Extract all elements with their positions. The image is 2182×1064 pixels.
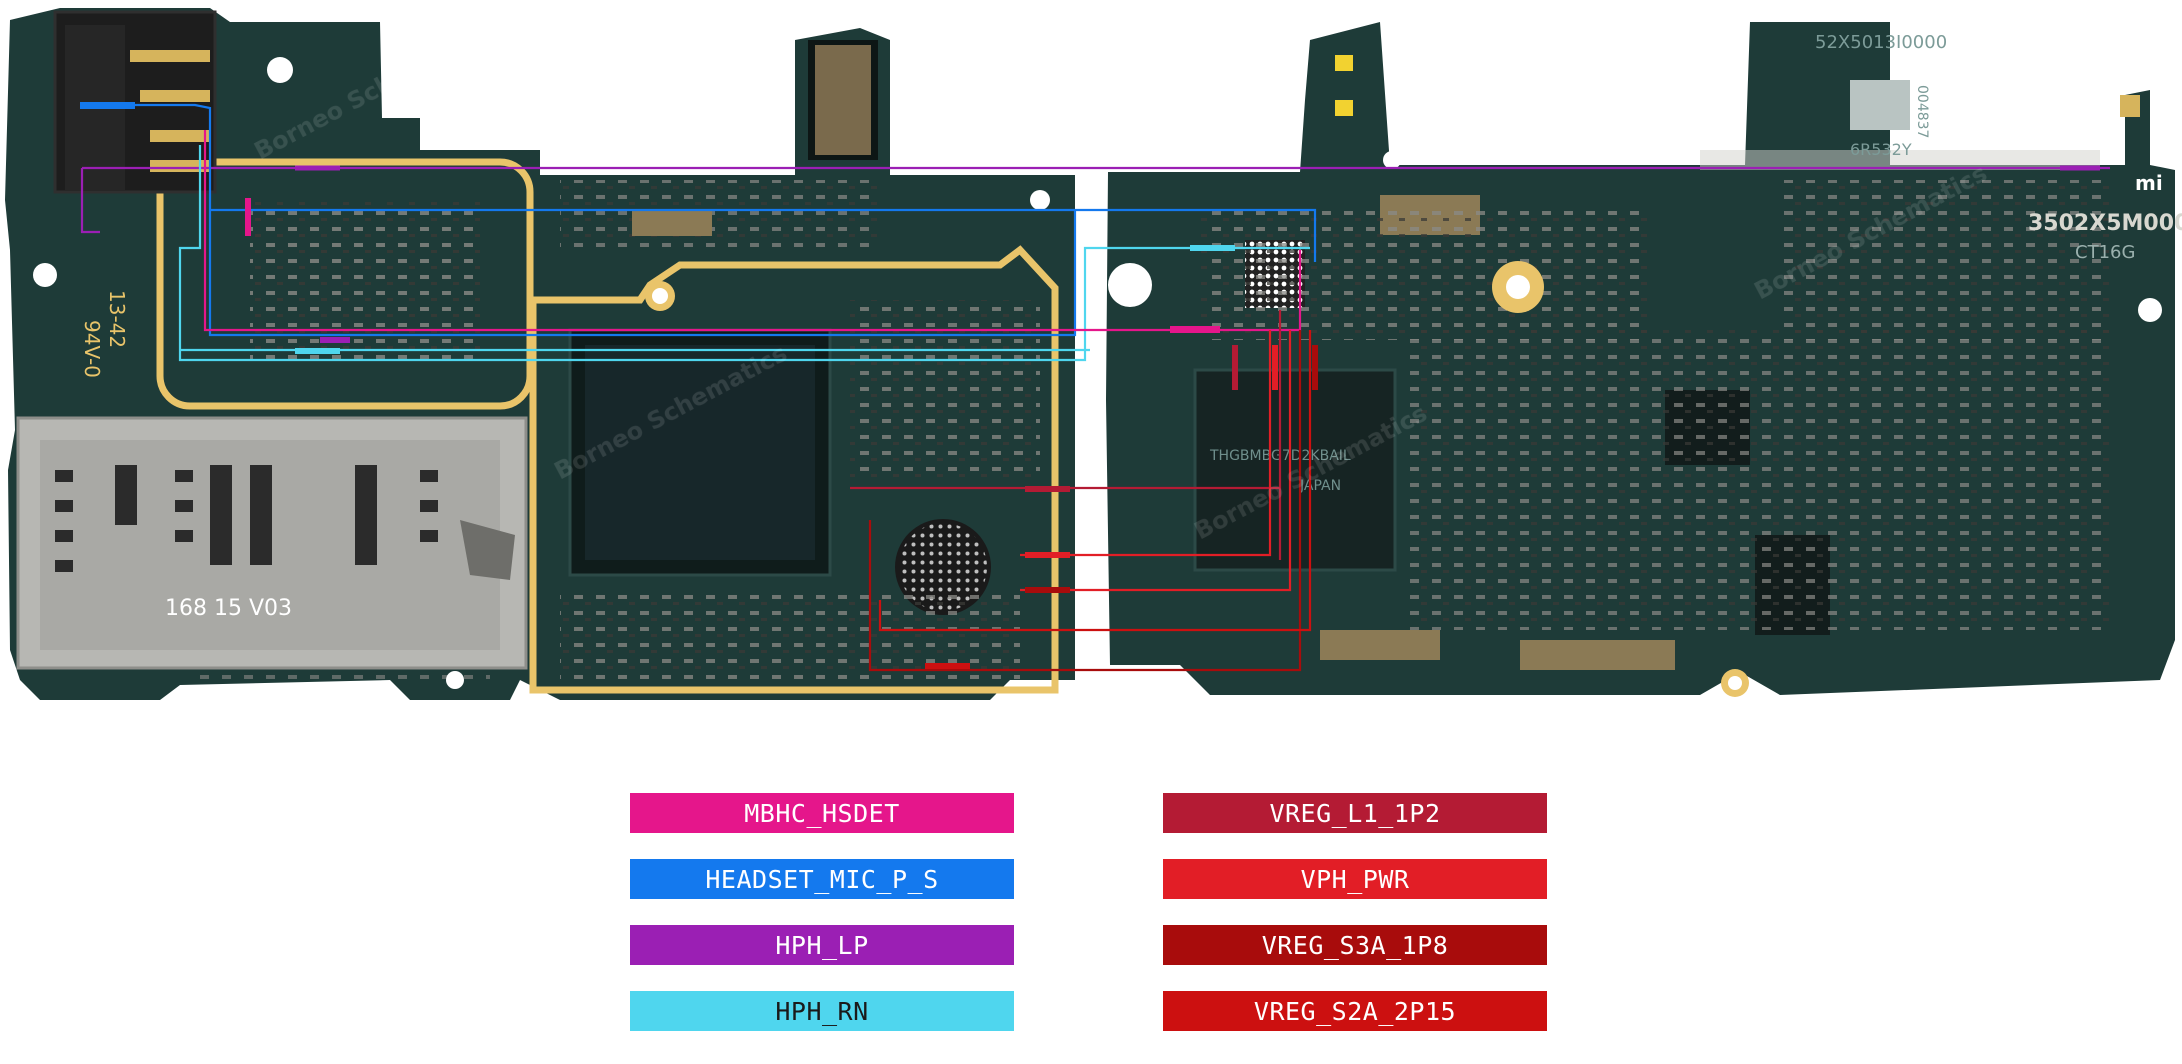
legend-vph-pwr: VPH_PWR: [1163, 859, 1547, 899]
trace-vreg-s3a: [868, 330, 1302, 672]
legend-vreg-s2a: VREG_S2A_2P15: [1163, 991, 1547, 1031]
board-code-a: 6R532Y: [1850, 140, 1912, 159]
left-board: 168 15 V03 13-42 94V-0: [5, 8, 1075, 700]
sim-card-slot-icon: 168 15 V03: [16, 416, 528, 670]
brand-logo: mi: [2135, 171, 2163, 195]
trace-mbhc-hsdet: [203, 130, 1302, 332]
sim-label: 168 15 V03: [165, 596, 292, 621]
legend-vreg-s3a: VREG_S3A_1P8: [1163, 925, 1547, 965]
board-code-b: 004837: [1914, 85, 1930, 138]
trace-vreg-s2a: [878, 330, 1312, 632]
board-serial-label: 52X5013I0000: [1815, 32, 1947, 53]
trace-headset-mic: [80, 103, 1317, 337]
trace-vreg-l1: [850, 310, 1282, 560]
trace-vph-pwr: [1020, 330, 1292, 592]
legend-vreg-l1: VREG_L1_1P2: [1163, 793, 1547, 833]
signal-traces: [80, 102, 2110, 672]
legend-hph-rn: HPH_RN: [630, 991, 1014, 1031]
trace-hph-rn: [178, 145, 1310, 362]
board-model-label: 3502X5M000B: [2028, 211, 2182, 236]
legend-hph-lp: HPH_LP: [630, 925, 1014, 965]
board-ct-label: CT16G: [2075, 242, 2135, 263]
legend-mbhc-hsdet: MBHC_HSDET: [630, 793, 1014, 833]
legend-headset-mic: HEADSET_MIC_P_S: [630, 859, 1014, 899]
trace-hph-lp: [80, 166, 2110, 234]
board-edge-label-1: 13-42: [105, 290, 129, 348]
board-edge-label-2: 94V-0: [80, 320, 104, 378]
right-board: THGBMBG7D2KBAIL JAPAN 52X5013I0000 6R532…: [1106, 22, 2182, 697]
